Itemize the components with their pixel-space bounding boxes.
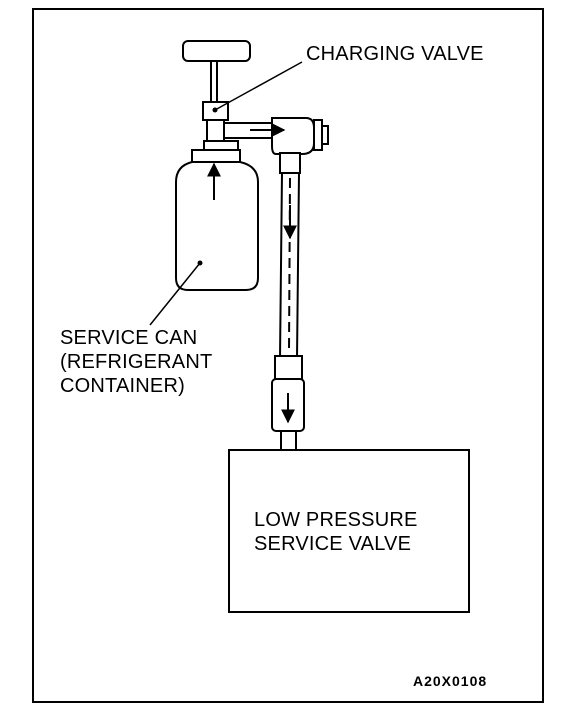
valve-handle (182, 40, 251, 62)
hose-center-dash (288, 177, 291, 353)
valve-stem (210, 60, 218, 104)
charging-valve-leader (214, 61, 303, 111)
can-leader-line (149, 262, 201, 326)
low-pressure-label-line2: SERVICE VALVE (254, 533, 411, 555)
service-can-label-line3: CONTAINER) (60, 375, 185, 397)
hose-top-nut (279, 152, 301, 174)
valve-neck (206, 119, 225, 143)
figure-code: A20X0108 (413, 673, 487, 689)
elbow-cap (313, 119, 323, 151)
elbow-fitting (271, 117, 315, 155)
tap-screw (321, 125, 329, 145)
outer-frame (32, 8, 544, 703)
can-body (175, 149, 259, 291)
hose-tip (280, 430, 297, 452)
low-pressure-valve-box (228, 449, 470, 613)
low-pressure-label-line1: LOW PRESSURE (254, 509, 418, 531)
service-can-label-line2: (REFRIGERANT (60, 351, 212, 373)
service-can (175, 149, 259, 291)
charging-valve-label: CHARGING VALVE (306, 43, 484, 65)
flow-arrows (207, 123, 297, 424)
hose-lower-nut (274, 355, 303, 381)
valve-collar (203, 140, 239, 151)
charging-valve (182, 40, 329, 155)
service-can-label-line1: SERVICE CAN (60, 327, 197, 349)
charging-valve-dot (212, 107, 218, 113)
